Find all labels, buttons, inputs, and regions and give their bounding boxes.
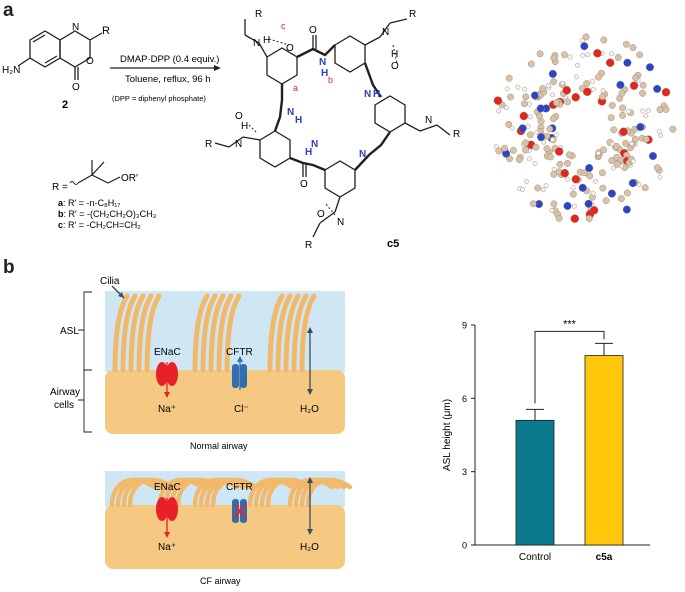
svg-text:R: R — [305, 240, 312, 250]
svg-text:O: O — [300, 179, 308, 190]
svg-text:H: H — [295, 115, 302, 126]
bar-Control — [515, 419, 555, 546]
r-option-a: a: R′ = -n-C₈H₁₇ — [58, 198, 120, 208]
svg-text:R: R — [205, 139, 212, 150]
airway-label-line1: Airway — [50, 387, 80, 398]
r-option-b: b: R′ = -(CH₂CH₂O)₃CH₃ — [58, 209, 157, 219]
r-group-skeleton — [69, 160, 121, 185]
cf-cilia — [109, 477, 353, 508]
enac-channel-cf — [156, 497, 178, 521]
svg-text:H: H — [263, 35, 270, 46]
y-tick-label: 3 — [462, 467, 467, 477]
panel-a-letter: a — [3, 0, 14, 21]
h2o-label-cf: H₂O — [300, 542, 319, 553]
cftr-label: CFTR — [226, 347, 253, 358]
svg-text:O: O — [317, 209, 325, 220]
y-tick-label: 6 — [462, 394, 467, 404]
asl-label: ASL — [60, 326, 79, 337]
y-tick-label: 9 — [462, 321, 467, 331]
crystal-structure-model — [493, 33, 677, 223]
enac-channel-normal — [156, 362, 178, 386]
reactant-number: 2 — [62, 99, 68, 111]
bar-c5a — [584, 355, 624, 546]
r-option-c: c: R′ = -CH₂CH=CH₂ — [58, 220, 141, 230]
airway-label-line2: cells — [54, 400, 74, 411]
na-label-cf: Na⁺ — [158, 542, 176, 553]
svg-text:N: N — [364, 89, 371, 100]
cf-cell-layer — [105, 505, 345, 569]
svg-text:N: N — [235, 139, 242, 150]
svg-text:O: O — [391, 61, 399, 72]
svg-text:N: N — [425, 115, 432, 126]
svg-text:H: H — [241, 121, 248, 132]
reactant-o-label: O — [86, 56, 94, 67]
reactant-n-label: N — [72, 22, 79, 33]
r-group-label: R = — [52, 182, 68, 193]
svg-text:O: O — [235, 111, 243, 122]
airway-diagram: Cilia ASL Airway cells ENaC Na⁺ CFTR Cl⁻… — [50, 276, 353, 586]
cilia-label: Cilia — [100, 276, 120, 287]
cf-caption: CF airway — [200, 576, 241, 586]
reactant-2-structure — [17, 30, 103, 80]
x-tick-label: Control — [519, 552, 551, 563]
panel-b-letter: b — [3, 257, 15, 278]
svg-text:N: N — [319, 57, 326, 68]
significance-bracket — [534, 330, 605, 404]
reagent-line-2: Toluene, reflux, 96 h — [125, 74, 211, 85]
cl-label: Cl⁻ — [234, 404, 249, 415]
svg-text:R: R — [453, 129, 460, 140]
reactant-amine-label: H₂N — [2, 65, 20, 76]
r-group-or: OR′ — [121, 173, 138, 184]
svg-text:R: R — [409, 9, 416, 20]
panel-a-scheme: N R O O H₂N 2 DMAP·DPP (0.4 equiv.) Tolu… — [2, 22, 221, 230]
svg-text:N: N — [311, 139, 318, 150]
normal-caption: Normal airway — [190, 441, 248, 451]
normal-cilia — [112, 293, 317, 373]
site-c-label: c — [281, 21, 286, 31]
reagent-note: (DPP = diphenyl phosphate) — [112, 94, 206, 103]
svg-text:N: N — [287, 107, 294, 118]
svg-text:N: N — [337, 217, 344, 228]
site-a-label: a — [293, 83, 298, 93]
svg-text:R: R — [255, 9, 262, 20]
product-label: c5 — [387, 238, 399, 250]
svg-text:H: H — [391, 49, 398, 60]
cftr-blocked-mark — [233, 503, 247, 519]
reagent-line-1: DMAP·DPP (0.4 equiv.) — [120, 54, 219, 65]
svg-text:H: H — [373, 89, 380, 100]
svg-text:N: N — [382, 27, 389, 38]
h2o-label-normal: H₂O — [300, 404, 319, 415]
normal-cell-layer — [105, 370, 345, 434]
reactant-r-label: R — [102, 25, 110, 37]
svg-text:H: H — [321, 68, 328, 79]
enac-label: ENaC — [154, 347, 181, 358]
y-axis-label: ASL height (μm) — [442, 399, 453, 471]
site-b-label: b — [328, 75, 333, 85]
reactant-carbonyl-o-label: O — [72, 82, 80, 93]
cftr-label-cf: CFTR — [226, 482, 253, 493]
significance-label: *** — [563, 318, 577, 330]
svg-text:H: H — [305, 147, 312, 158]
svg-text:N: N — [359, 149, 366, 160]
y-tick-label: 0 — [462, 541, 467, 551]
enac-label-cf: ENaC — [154, 482, 181, 493]
svg-text:N: N — [253, 38, 260, 49]
svg-text:O: O — [309, 25, 317, 36]
x-tick-label: c5a — [596, 552, 613, 563]
cftr-channel-normal — [232, 364, 247, 388]
na-label: Na⁺ — [158, 404, 176, 415]
svg-text:O: O — [286, 43, 294, 54]
